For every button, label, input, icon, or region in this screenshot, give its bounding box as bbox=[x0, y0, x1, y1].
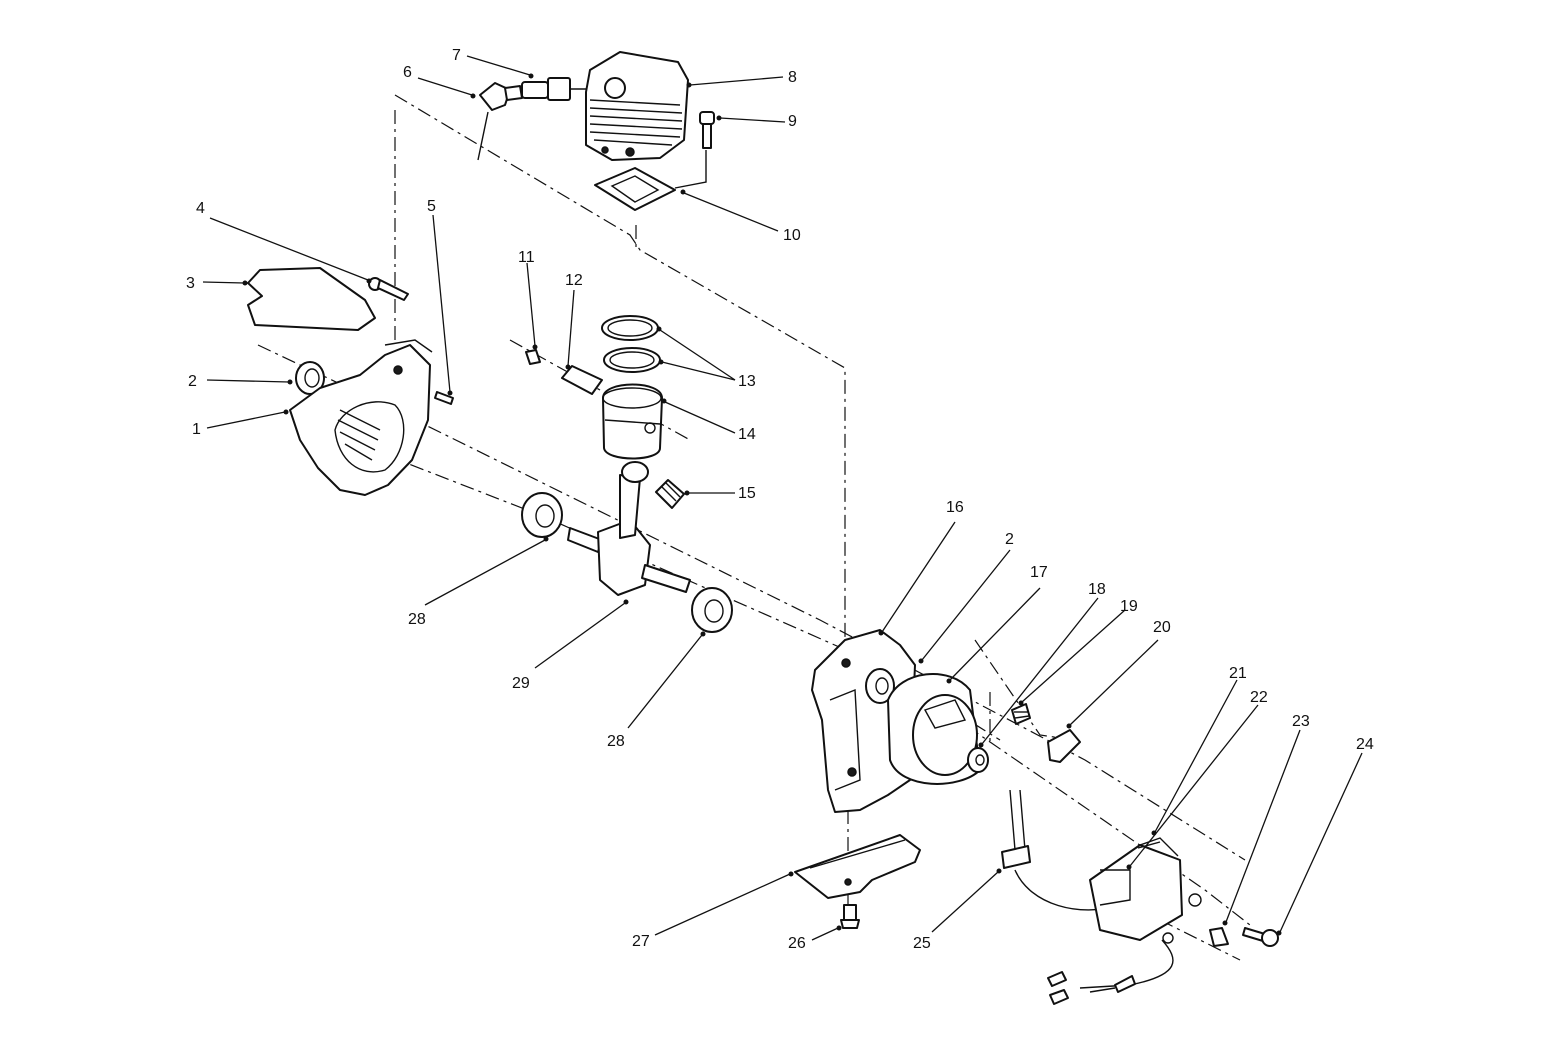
wire-connectors bbox=[1047, 971, 1136, 1005]
ignition-module bbox=[1089, 837, 1202, 941]
callout-28-left: 28 bbox=[408, 611, 426, 628]
piston bbox=[602, 383, 663, 460]
callout-2-right: 2 bbox=[1005, 531, 1014, 548]
callout-29: 29 bbox=[512, 675, 530, 692]
callout-25: 25 bbox=[913, 935, 931, 952]
piston-pin-clip bbox=[525, 349, 541, 365]
callout-19: 19 bbox=[1120, 598, 1138, 615]
callout-10: 10 bbox=[783, 227, 801, 244]
callout-8: 8 bbox=[788, 69, 797, 86]
needle-bearing bbox=[655, 479, 685, 509]
oil-seal-right bbox=[865, 668, 895, 704]
spark-plug bbox=[521, 77, 600, 101]
ground-terminal bbox=[1079, 927, 1229, 989]
cover-plate bbox=[247, 267, 376, 331]
callout-20: 20 bbox=[1153, 619, 1171, 636]
leader-lines bbox=[202, 55, 1363, 941]
piston-pin bbox=[561, 365, 603, 395]
flywheel bbox=[887, 673, 981, 785]
callout-21: 21 bbox=[1229, 665, 1247, 682]
callout-11: 11 bbox=[518, 249, 535, 266]
callout-4: 4 bbox=[196, 200, 205, 217]
callout-27: 27 bbox=[632, 933, 650, 950]
callout-15: 15 bbox=[738, 485, 756, 502]
callout-18: 18 bbox=[1088, 581, 1106, 598]
starter-pawl bbox=[1047, 729, 1081, 763]
callout-3: 3 bbox=[186, 275, 195, 292]
callout-28-right: 28 bbox=[607, 733, 625, 750]
callout-17: 17 bbox=[1030, 564, 1048, 581]
callout-9: 9 bbox=[788, 113, 797, 130]
callout-13: 13 bbox=[738, 373, 756, 390]
module-screw bbox=[1242, 927, 1279, 947]
callout-22: 22 bbox=[1250, 689, 1268, 706]
callout-labels: 1 2 3 4 5 6 7 8 9 10 11 12 13 14 15 16 2… bbox=[186, 47, 1374, 952]
spark-plug-boot bbox=[477, 82, 523, 161]
callout-16: 16 bbox=[946, 499, 964, 516]
flywheel-nut bbox=[967, 747, 989, 773]
crankshaft-assembly bbox=[567, 461, 691, 596]
cylinder bbox=[585, 51, 689, 161]
callout-5: 5 bbox=[427, 198, 436, 215]
callout-23: 23 bbox=[1292, 713, 1310, 730]
callout-7: 7 bbox=[452, 47, 461, 64]
piston-rings bbox=[601, 315, 661, 373]
crankcase-screw-4 bbox=[368, 277, 409, 301]
bracket-screw bbox=[840, 904, 860, 929]
callout-6: 6 bbox=[403, 64, 412, 81]
cylinder-gasket bbox=[594, 150, 707, 211]
ball-bearing-right bbox=[691, 587, 733, 633]
pawl-spring bbox=[1011, 703, 1031, 725]
callout-24: 24 bbox=[1356, 736, 1374, 753]
ball-bearing-left bbox=[521, 492, 563, 538]
cylinder-screw bbox=[699, 111, 715, 149]
callout-1: 1 bbox=[192, 421, 201, 438]
crankcase-half-left bbox=[289, 339, 433, 496]
callout-12: 12 bbox=[565, 272, 583, 289]
dowel-pin bbox=[434, 391, 454, 405]
mounting-bracket bbox=[794, 834, 921, 899]
callout-14: 14 bbox=[738, 426, 756, 443]
callout-26: 26 bbox=[788, 935, 806, 952]
oil-seal-left bbox=[295, 361, 325, 395]
assembly-axis-lines bbox=[257, 94, 1251, 961]
callout-2-left: 2 bbox=[188, 373, 197, 390]
